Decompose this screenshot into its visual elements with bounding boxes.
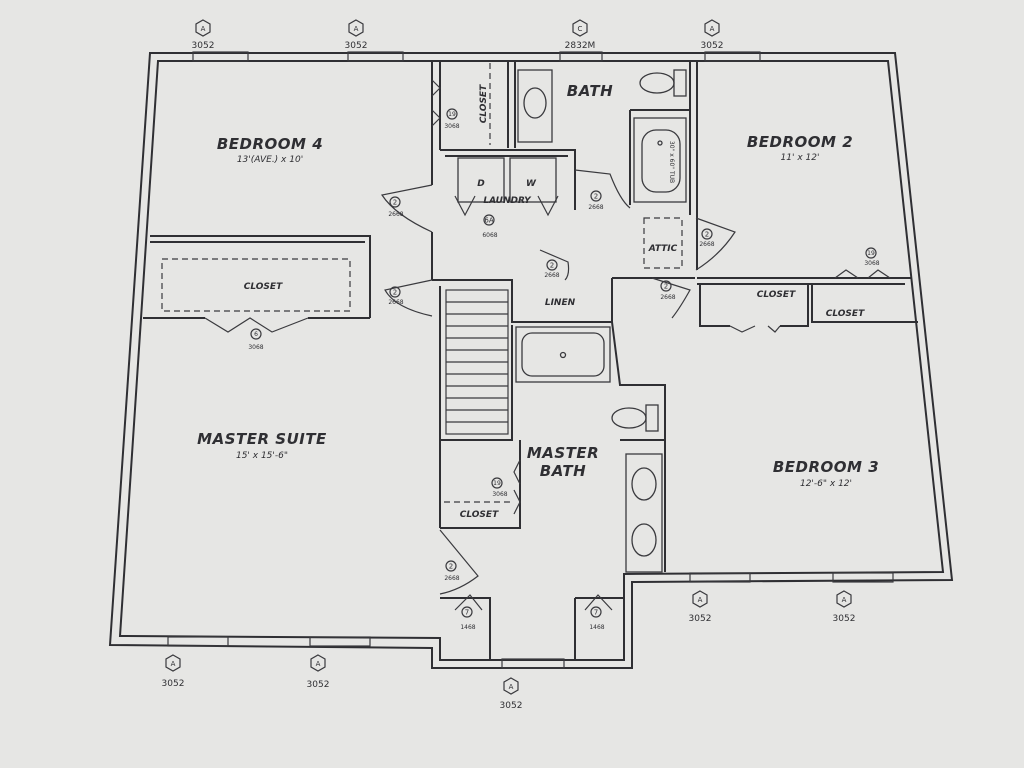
svg-text:A: A	[201, 25, 206, 33]
master-closet-name: CLOSET	[244, 282, 283, 292]
svg-text:1468: 1468	[589, 624, 604, 631]
bath-toilet	[639, 69, 687, 97]
svg-text:2: 2	[393, 289, 397, 297]
master-bath-closet-name: CLOSET	[460, 510, 499, 520]
laundry-name: LAUNDRY	[483, 196, 532, 206]
svg-text:3068: 3068	[248, 344, 263, 351]
svg-text:19: 19	[867, 250, 875, 257]
svg-text:A: A	[842, 596, 847, 604]
svg-text:2: 2	[705, 231, 709, 239]
svg-text:3052: 3052	[192, 41, 215, 51]
windows-top	[192, 51, 761, 62]
svg-text:6: 6	[254, 331, 258, 338]
svg-text:A: A	[710, 25, 715, 33]
master-bath-line1: MASTER	[527, 444, 599, 462]
bedroom2-dims: 11' x 12'	[781, 153, 820, 163]
dryer-label: D	[477, 179, 485, 189]
bedroom3-closet-name: CLOSET	[826, 309, 865, 319]
washer-label: W	[526, 179, 537, 189]
bedroom3-name: BEDROOM 3	[773, 458, 879, 476]
svg-text:A: A	[171, 660, 176, 668]
master-bath-line2: BATH	[540, 462, 586, 480]
svg-text:6068: 6068	[482, 232, 497, 239]
washer-dryer	[457, 157, 557, 203]
bath-sink	[517, 69, 553, 143]
svg-text:2668: 2668	[444, 575, 459, 582]
svg-text:3052: 3052	[307, 680, 330, 690]
svg-text:2668: 2668	[544, 272, 559, 279]
bedroom3-dims: 12'-6" x 12'	[800, 479, 852, 489]
svg-text:2668: 2668	[699, 241, 714, 248]
tub-note: 30" x 60" TUB	[668, 141, 675, 183]
windows-bottom	[167, 572, 894, 669]
master-vanity	[625, 453, 663, 573]
master-suite-name: MASTER SUITE	[197, 430, 327, 448]
svg-text:7: 7	[594, 609, 598, 617]
bath-name: BATH	[567, 82, 613, 100]
svg-text:3068: 3068	[444, 123, 459, 130]
svg-text:2: 2	[550, 262, 554, 270]
svg-text:3052: 3052	[701, 41, 724, 51]
svg-text:19: 19	[493, 480, 501, 487]
hall-closet-name: CLOSET	[479, 84, 489, 123]
master-toilet	[611, 404, 659, 432]
bedroom4-dims: 13'(AVE.) x 10'	[237, 155, 303, 165]
door-tags: 2 2668 2 2668 2 2668 2 2668 2 2668 2 266…	[248, 108, 880, 631]
svg-text:1468: 1468	[460, 624, 475, 631]
svg-text:2832M: 2832M	[565, 41, 596, 51]
attic-name: ATTIC	[648, 244, 678, 254]
bedroom2-closet-name: CLOSET	[757, 290, 796, 300]
svg-text:C: C	[578, 25, 583, 33]
svg-text:19: 19	[448, 111, 456, 118]
svg-text:2668: 2668	[660, 294, 675, 301]
svg-text:2668: 2668	[588, 204, 603, 211]
svg-text:3068: 3068	[492, 491, 507, 498]
room-labels: BEDROOM 4 13'(AVE.) x 10' BEDROOM 2 11' …	[197, 82, 879, 520]
svg-text:2: 2	[393, 199, 397, 207]
svg-text:3052: 3052	[833, 614, 856, 624]
svg-text:7: 7	[465, 609, 469, 617]
svg-text:2: 2	[449, 563, 453, 571]
door-swings	[204, 79, 891, 611]
staircase	[445, 289, 509, 435]
svg-text:3052: 3052	[500, 701, 523, 711]
svg-text:2668: 2668	[388, 299, 403, 306]
svg-text:3052: 3052	[689, 614, 712, 624]
svg-text:A: A	[509, 683, 514, 691]
svg-text:3052: 3052	[162, 679, 185, 689]
svg-text:2: 2	[664, 283, 668, 291]
linen-name: LINEN	[545, 298, 576, 308]
bath-tub	[633, 117, 687, 203]
window-tags-bottom: A 3052 A 3052 A 3052 A 3052 A 3052	[162, 590, 856, 711]
svg-text:3068: 3068	[864, 260, 879, 267]
svg-text:A: A	[354, 25, 359, 33]
master-shower	[515, 326, 611, 383]
bedroom4-name: BEDROOM 4	[217, 135, 323, 153]
closet-shelves	[161, 63, 683, 503]
svg-text:6A: 6A	[484, 217, 493, 225]
bedroom2-name: BEDROOM 2	[747, 133, 853, 151]
svg-text:2: 2	[594, 193, 598, 201]
interior-walls	[143, 61, 918, 660]
svg-text:A: A	[698, 596, 703, 604]
svg-text:A: A	[316, 660, 321, 668]
master-suite-dims: 15' x 15'-6"	[236, 451, 288, 461]
svg-text:2668: 2668	[388, 211, 403, 218]
svg-text:3052: 3052	[345, 41, 368, 51]
window-tags-top: A 3052 A 3052 C 2832M A 3052	[192, 19, 724, 51]
